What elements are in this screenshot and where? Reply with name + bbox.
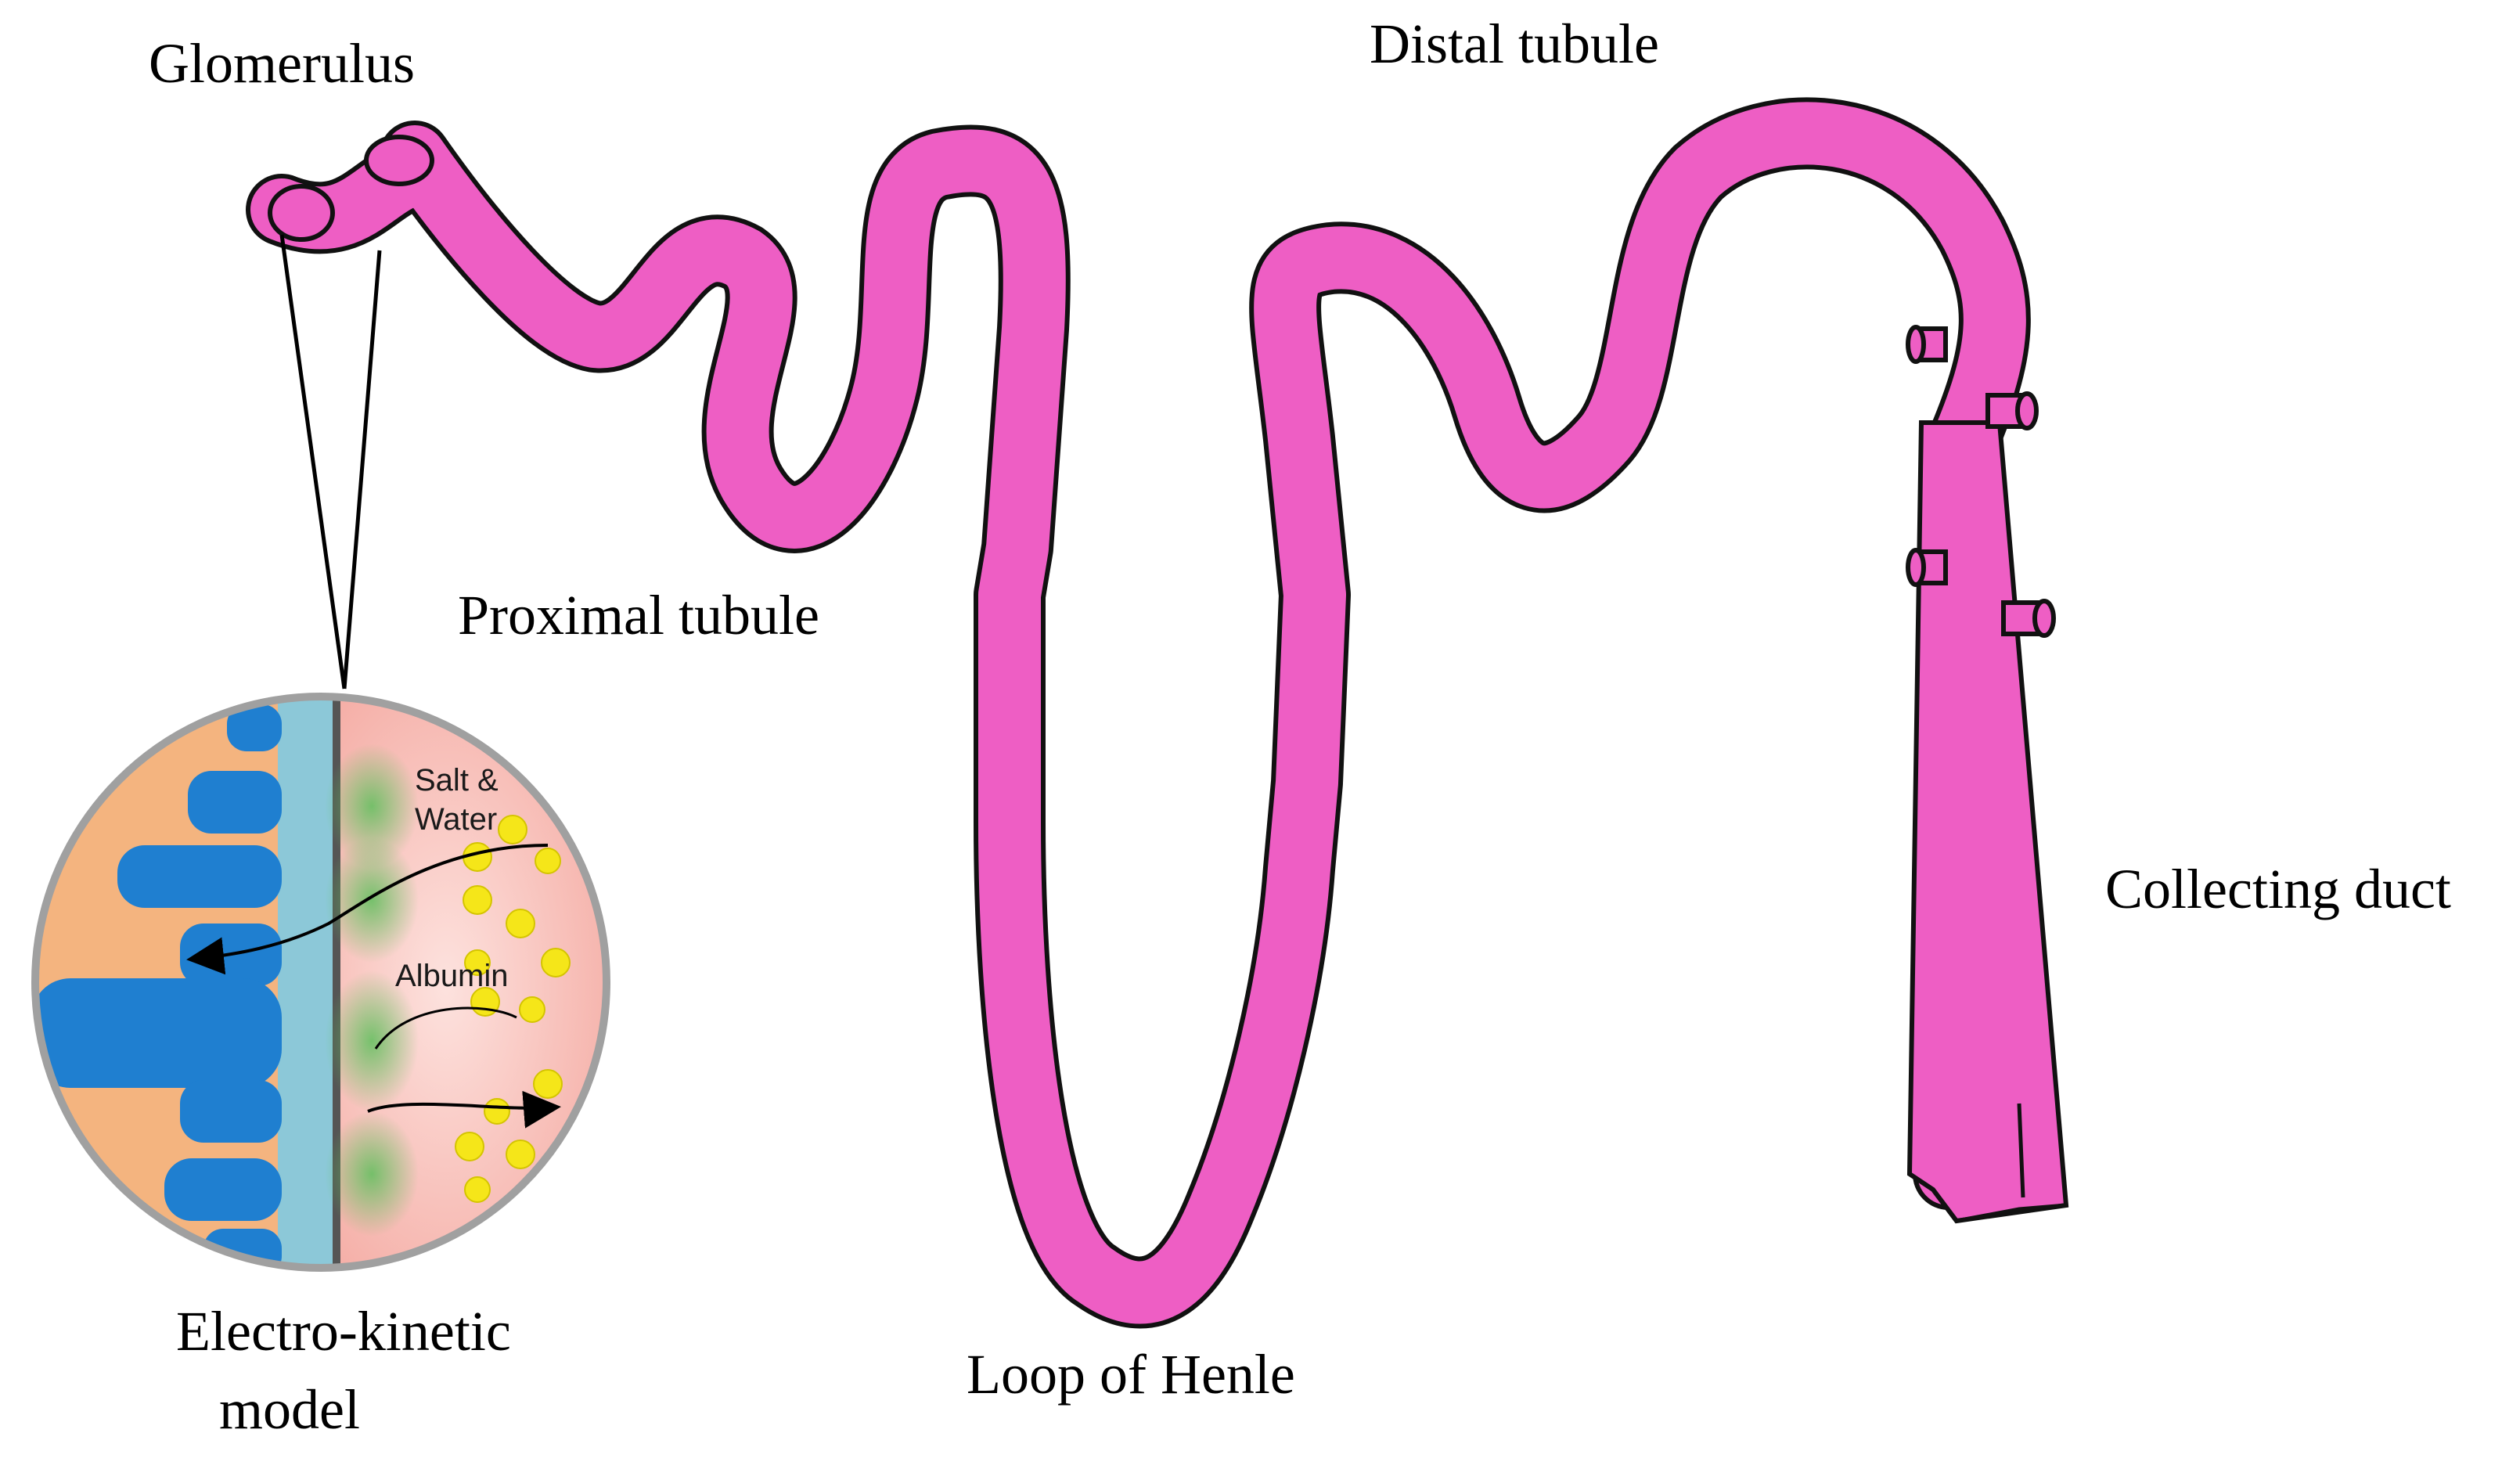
endothelium — [333, 697, 340, 1268]
glomerulus-label: Glomerulus — [149, 32, 415, 95]
inset-salt-label: Salt & — [415, 763, 499, 798]
electro-kinetic-label-line2: model — [219, 1378, 360, 1441]
albumin-arrow-icon — [367, 1090, 561, 1129]
distal-tubule-label: Distal tubule — [1370, 13, 1659, 75]
glomerulus-bulb — [268, 184, 335, 242]
inset-border — [31, 693, 610, 1272]
membrane — [278, 697, 333, 1268]
inset-water-label: Water — [415, 802, 497, 837]
albumin-return-curve — [374, 1006, 517, 1050]
electro-kinetic-label-line1: Electro-kinetic — [176, 1300, 511, 1363]
glycocalyx — [325, 744, 419, 1237]
collecting-duct-tip — [1956, 1103, 2067, 1223]
electro-kinetic-inset: Salt & Water Albumin — [31, 693, 610, 1272]
loop-of-henle-label: Loop of Henle — [967, 1343, 1295, 1406]
inset-albumin-label: Albumin — [395, 959, 509, 993]
nephron-tubule — [246, 97, 2069, 1329]
proximal-tubule-label: Proximal tubule — [458, 584, 819, 646]
duct-branches — [1906, 325, 2056, 638]
collecting-duct-label: Collecting duct — [2105, 858, 2451, 920]
glomerulus-bulb-upper — [364, 135, 434, 186]
albumin-particles — [455, 815, 571, 1203]
zoom-lines — [279, 234, 382, 689]
collecting-duct-body — [1906, 420, 2069, 1224]
salt-water-arrow-icon — [186, 844, 549, 975]
tubule-fill — [250, 102, 2026, 1324]
